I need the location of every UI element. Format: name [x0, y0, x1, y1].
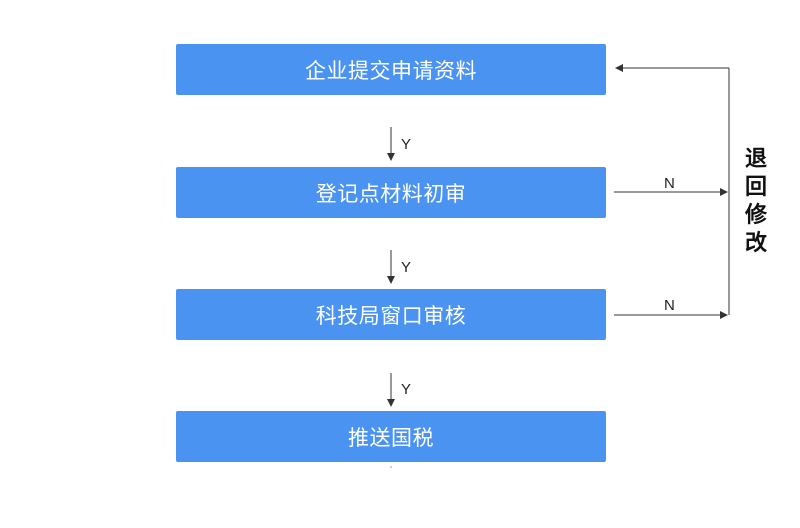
- step-submit-application: 企业提交申请资料: [176, 44, 606, 95]
- yes-label-3: Y: [401, 381, 412, 398]
- no-label-1: N: [664, 175, 675, 192]
- step-preliminary-review: 登记点材料初审: [176, 167, 606, 218]
- no-label-2: N: [664, 297, 675, 314]
- step-push-tax: 推送国税: [176, 411, 606, 462]
- return-modify-label: 退回修改: [744, 147, 767, 256]
- yes-label-2: Y: [401, 259, 412, 276]
- step-bureau-review: 科技局窗口审核: [176, 289, 606, 340]
- end-dot: [390, 466, 392, 468]
- yes-label-1: Y: [401, 136, 412, 153]
